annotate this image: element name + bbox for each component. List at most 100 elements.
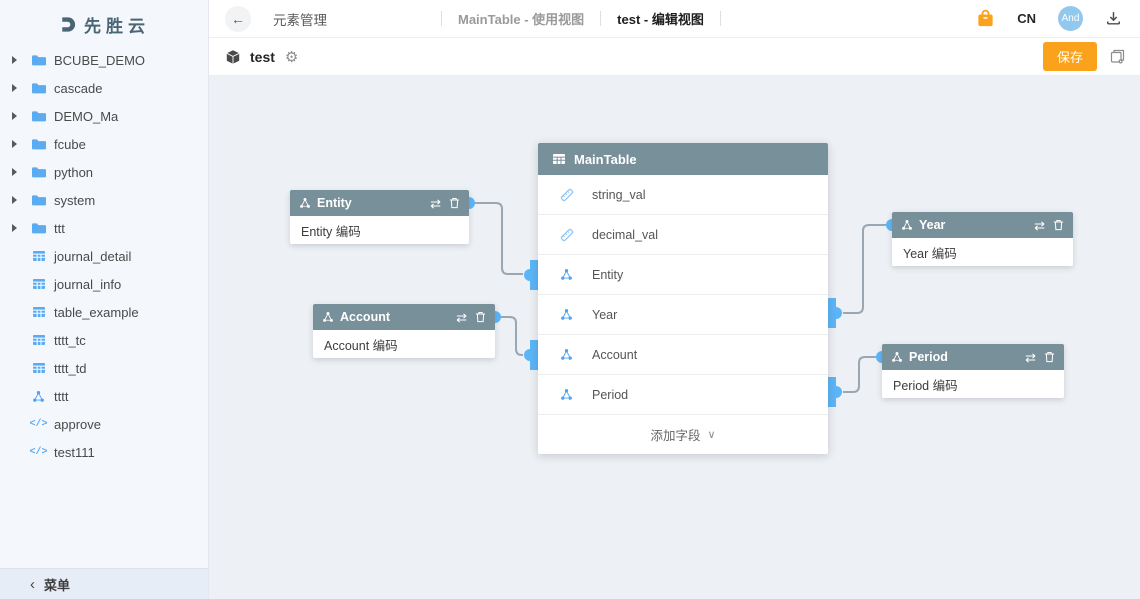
table-port-bar[interactable]	[828, 377, 836, 407]
table-port-bar[interactable]	[828, 298, 836, 328]
folder-icon	[30, 221, 47, 236]
settings-gear-icon[interactable]: ⚙	[284, 48, 299, 66]
caret-expand-icon[interactable]	[10, 196, 30, 204]
topbar-actions: CN And	[976, 6, 1122, 31]
save-button[interactable]: 保存	[1042, 42, 1097, 71]
node-entity[interactable]: Entity ⇄ Entity 编码	[290, 190, 469, 244]
dimension-icon	[558, 268, 575, 281]
tree-item-label: journal_info	[54, 276, 122, 292]
caret-expand-icon[interactable]	[10, 140, 30, 148]
node-main-table[interactable]: MainTable string_val decimal_val	[538, 143, 828, 454]
node-field[interactable]: Period 编码	[882, 370, 1064, 398]
caret-expand-icon[interactable]	[10, 168, 30, 176]
cube-icon	[225, 49, 241, 65]
node-title: Period	[909, 350, 948, 364]
caret-expand-icon[interactable]	[10, 112, 30, 120]
sidebar-tree-item[interactable]: tttt	[0, 382, 208, 410]
brand-logo-icon	[58, 15, 77, 34]
table-port-bar[interactable]	[530, 260, 538, 290]
table-icon	[30, 305, 47, 320]
tree-item-label: journal_detail	[54, 248, 132, 264]
dimension-icon	[558, 388, 575, 401]
sidebar-tree-item[interactable]: python	[0, 158, 208, 186]
menu-label: 菜单	[44, 577, 71, 593]
table-field-row[interactable]: Period	[538, 375, 828, 415]
back-button[interactable]: ←	[225, 5, 251, 32]
wire-account	[495, 316, 523, 356]
node-account[interactable]: Account ⇄ Account 编码	[313, 304, 495, 358]
node-year-header[interactable]: Year ⇄	[892, 212, 1073, 238]
main-area: ← 元素管理 MainTable - 使用视图 test - 编辑视图 CN A…	[209, 0, 1140, 599]
node-account-header[interactable]: Account ⇄	[313, 304, 495, 330]
delete-trash-icon[interactable]	[475, 311, 486, 323]
swap-relation-icon[interactable]: ⇄	[430, 195, 441, 211]
caret-expand-icon[interactable]	[10, 56, 30, 64]
swap-relation-icon[interactable]: ⇄	[456, 309, 467, 325]
delete-trash-icon[interactable]	[1053, 219, 1064, 231]
caret-expand-icon[interactable]	[10, 84, 30, 92]
node-period-header[interactable]: Period ⇄	[882, 344, 1064, 370]
sidebar-tree-item[interactable]: journal_detail	[0, 242, 208, 270]
caret-expand-icon[interactable]	[10, 224, 30, 232]
dimension-icon	[558, 348, 575, 361]
delete-trash-icon[interactable]	[449, 197, 460, 209]
folder-icon	[30, 81, 47, 96]
sidebar-collapse-menu[interactable]: ‹ 菜单	[0, 568, 208, 599]
tab-test-edit-view[interactable]: test - 编辑视图	[617, 12, 704, 27]
sidebar-tree-item[interactable]: tttt_td	[0, 354, 208, 382]
language-switcher[interactable]: CN	[1017, 11, 1036, 26]
dimension-icon	[891, 351, 903, 363]
sidebar-tree-item[interactable]: </> approve	[0, 410, 208, 438]
divider	[719, 11, 721, 26]
breadcrumb[interactable]: 元素管理	[273, 12, 327, 28]
user-avatar[interactable]: And	[1058, 6, 1083, 31]
node-entity-header[interactable]: Entity ⇄	[290, 190, 469, 216]
app-store-bag-icon[interactable]	[976, 9, 995, 28]
add-field-button[interactable]: 添加字段 ∨	[538, 415, 828, 454]
tree-item-label: approve	[54, 416, 101, 432]
table-field-row[interactable]: Year	[538, 295, 828, 335]
swap-relation-icon[interactable]: ⇄	[1025, 349, 1036, 365]
sidebar-tree-item[interactable]: tttt_tc	[0, 326, 208, 354]
tree-item-label: table_example	[54, 304, 139, 320]
table-field-row[interactable]: string_val	[538, 175, 828, 215]
wire-entity	[469, 202, 523, 275]
node-period[interactable]: Period ⇄ Period 编码	[882, 344, 1064, 398]
swap-relation-icon[interactable]: ⇄	[1034, 217, 1045, 233]
sidebar-tree-item[interactable]: table_example	[0, 298, 208, 326]
node-field[interactable]: Entity 编码	[290, 216, 469, 244]
table-field-row[interactable]: Account	[538, 335, 828, 375]
main-table-title: MainTable	[574, 151, 637, 167]
folder-icon	[30, 53, 47, 68]
main-table-header[interactable]: MainTable	[538, 143, 828, 175]
folder-icon	[30, 193, 47, 208]
element-tree: BCUBE_DEMO cascade DEMO_Ma fc	[0, 42, 208, 466]
chevron-down-icon: ∨	[707, 429, 716, 441]
sidebar-tree-item[interactable]: </> test111	[0, 438, 208, 466]
dimension-icon	[30, 389, 47, 404]
sidebar-tree-item[interactable]: system	[0, 186, 208, 214]
sidebar-tree-item[interactable]: journal_info	[0, 270, 208, 298]
table-port-bar[interactable]	[530, 340, 538, 370]
table-field-row[interactable]: decimal_val	[538, 215, 828, 255]
sidebar-tree-item[interactable]: DEMO_Ma	[0, 102, 208, 130]
save-as-template-icon[interactable]	[1109, 48, 1126, 65]
field-name: string_val	[592, 187, 646, 202]
node-year[interactable]: Year ⇄ Year 编码	[892, 212, 1073, 266]
node-field[interactable]: Account 编码	[313, 330, 495, 358]
delete-trash-icon[interactable]	[1044, 351, 1055, 363]
sidebar-tree-item[interactable]: cascade	[0, 74, 208, 102]
back-arrow-icon: ←	[231, 10, 245, 27]
wire-year	[843, 224, 892, 314]
tree-item-label: cascade	[54, 80, 103, 96]
download-icon[interactable]	[1105, 10, 1122, 27]
sidebar-tree-item[interactable]: ttt	[0, 214, 208, 242]
sidebar-tree-item[interactable]: BCUBE_DEMO	[0, 46, 208, 74]
tab-maintable-usage-view[interactable]: MainTable - 使用视图	[458, 12, 585, 27]
table-field-row[interactable]: Entity	[538, 255, 828, 295]
node-field[interactable]: Year 编码	[892, 238, 1073, 266]
model-canvas[interactable]: MainTable string_val decimal_val	[209, 76, 1140, 599]
sidebar-tree-item[interactable]: fcube	[0, 130, 208, 158]
document-toolbar: test ⚙ 保存	[209, 38, 1140, 76]
